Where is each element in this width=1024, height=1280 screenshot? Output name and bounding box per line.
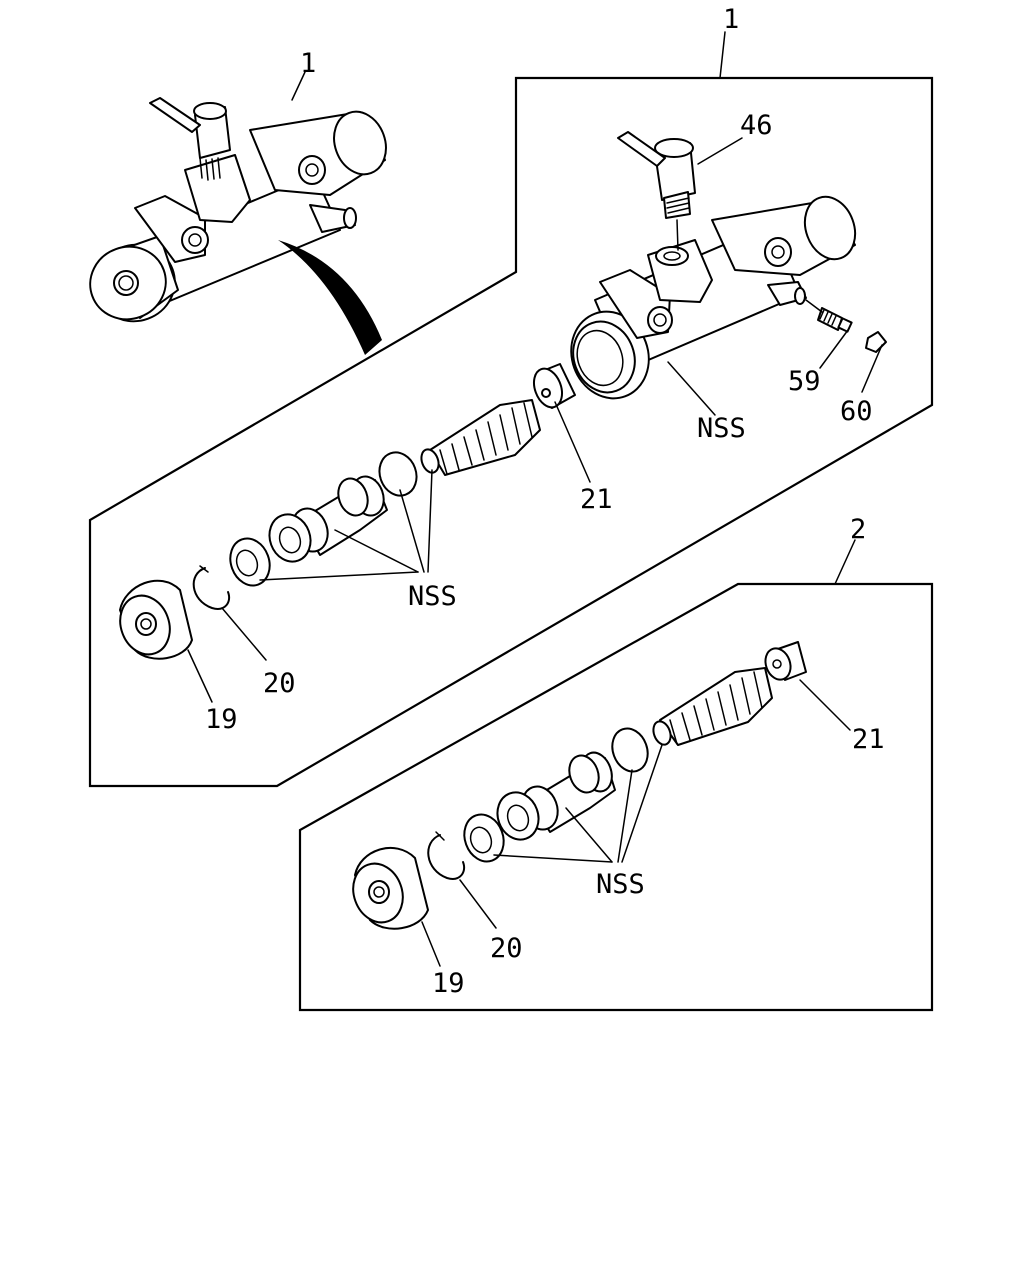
piston-assembly-lower xyxy=(496,727,649,841)
push-rod-end-21-upper xyxy=(532,363,576,409)
leader-lines-upper xyxy=(187,71,883,703)
bleeder-cap-60 xyxy=(865,331,887,353)
callout-46: 46 xyxy=(740,110,773,141)
snap-ring-20-upper xyxy=(192,565,231,610)
piston-assembly-upper xyxy=(268,451,418,563)
banjo-fitting-46 xyxy=(617,131,696,251)
callout-nss-seals-upper: NSS xyxy=(408,581,457,612)
callout-kit-2: 2 xyxy=(850,514,866,545)
exploded-view-frame xyxy=(88,31,934,788)
callout-exploded-1: 1 xyxy=(723,4,739,35)
seal-ring-upper xyxy=(229,537,271,587)
push-rod-end-21-lower xyxy=(764,641,807,681)
callout-20-upper: 20 xyxy=(263,668,296,699)
master-cylinder-body xyxy=(570,195,857,400)
callout-21-lower: 21 xyxy=(852,724,885,755)
callout-60: 60 xyxy=(840,396,873,427)
callout-19-lower: 19 xyxy=(432,968,465,999)
reservoir-cap-19-lower xyxy=(352,847,429,930)
dust-boot-upper xyxy=(420,399,541,476)
leader-lines-lower xyxy=(421,679,851,967)
bleeder-screw-59 xyxy=(805,299,853,333)
callout-59: 59 xyxy=(788,366,821,397)
reservoir-cap-19-upper xyxy=(119,579,193,660)
callout-20-lower: 20 xyxy=(490,933,523,964)
callout-21-upper: 21 xyxy=(580,484,613,515)
seal-ring-lower xyxy=(463,813,505,863)
dust-boot-lower xyxy=(652,667,773,746)
callout-nss-body: NSS xyxy=(697,413,746,444)
callout-assembled-1: 1 xyxy=(300,48,316,79)
callout-nss-seals-lower: NSS xyxy=(596,869,645,900)
assembled-master-cylinder xyxy=(89,97,387,355)
callout-19-upper: 19 xyxy=(205,704,238,735)
repair-kit-frame xyxy=(298,539,934,1012)
snap-ring-20-lower xyxy=(427,831,466,880)
